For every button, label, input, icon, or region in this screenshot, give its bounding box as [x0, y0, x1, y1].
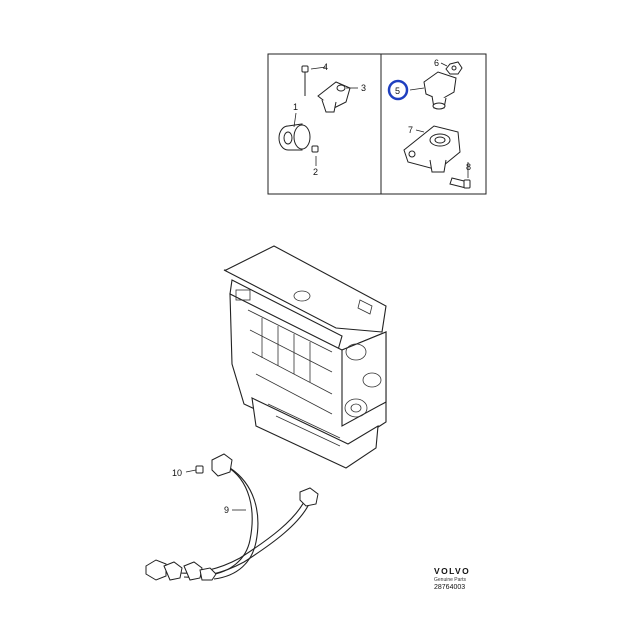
connector-top-left [195, 453, 233, 477]
wiring-harness-part-9 [179, 465, 311, 580]
callout-2: 2 [313, 167, 318, 177]
nut-part-6 [445, 61, 463, 75]
engine-block [223, 245, 387, 469]
bolt-part-8 [449, 177, 471, 189]
engine-details [235, 289, 382, 447]
bolt-part-4 [301, 65, 309, 96]
genuine-parts-text: Genuine Parts [434, 577, 466, 583]
inset-frame [267, 53, 487, 195]
callout-3: 3 [361, 83, 366, 93]
callout-6: 6 [434, 58, 439, 68]
leader-lines-left [293, 66, 358, 166]
spacer-part-1 [278, 123, 311, 151]
sensor-part-5 [423, 71, 457, 110]
callout-4: 4 [323, 62, 328, 72]
screw-part-2 [311, 145, 319, 153]
connector-right [299, 487, 319, 507]
callout-5: 5 [395, 86, 400, 96]
callout-8: 8 [466, 162, 471, 172]
sensor-bracket-part-3 [317, 81, 351, 113]
volvo-logo-text: VOLVO [434, 566, 471, 576]
callout-7: 7 [408, 125, 413, 135]
callout-5-highlight-circle [387, 79, 409, 101]
diagram-reference-number: 28764003 [434, 584, 466, 591]
leader-lines-right [409, 62, 469, 178]
leader-lines-harness [185, 469, 246, 511]
housing-part-7 [403, 125, 461, 173]
callout-1: 1 [293, 102, 298, 112]
callout-9: 9 [224, 505, 229, 515]
callout-10: 10 [172, 468, 182, 478]
connectors-bottom [145, 559, 217, 581]
